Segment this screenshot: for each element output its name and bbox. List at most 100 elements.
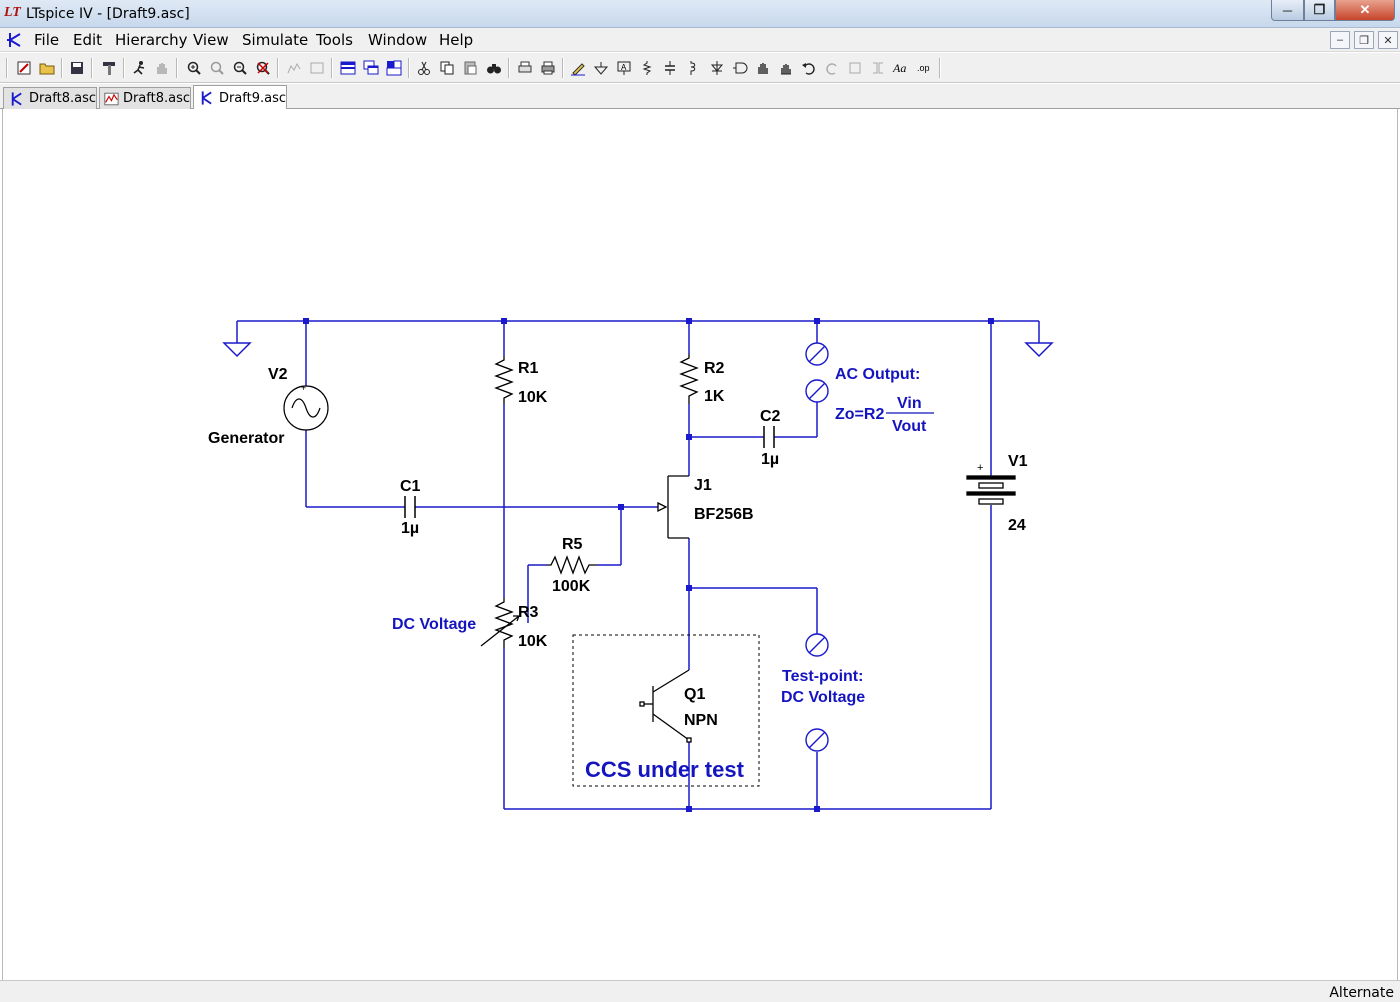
r3-value-label: 10K [518,633,548,650]
print-preview-icon[interactable] [515,58,535,78]
zoom-fit-icon[interactable] [253,58,273,78]
print-icon[interactable] [538,58,558,78]
toolbar-separator [277,58,279,78]
capacitor-icon[interactable] [660,58,680,78]
tab-draft8-schematic[interactable]: Draft8.asc [3,87,97,109]
wires [236,320,1040,810]
save-icon[interactable] [67,58,87,78]
schematic-canvas[interactable]: + [2,109,1398,980]
undo-icon[interactable] [799,58,819,78]
schematic-icon [201,91,212,105]
tab-draft9-schematic[interactable]: Draft9.asc [193,85,287,110]
pan-hand-icon[interactable] [152,58,172,78]
ltspice-logo-icon: LT [4,5,21,20]
text-icon[interactable]: Aa [891,58,911,78]
r3-name-label: R3 [518,604,539,621]
zo-denominator: Vout [892,418,927,435]
ac-output-probe-bottom-icon [805,379,829,403]
inductor-icon[interactable] [683,58,703,78]
menu-help[interactable]: Help [439,31,474,49]
cut-scissors-icon[interactable] [414,58,434,78]
c2-capacitor [763,426,775,448]
tile-vertical-icon[interactable] [307,58,327,78]
waveform-icon [104,92,119,105]
control-panel-hammer-icon[interactable] [99,58,119,78]
svg-text:.op: .op [917,63,930,73]
tab-draft8-waveform[interactable]: Draft8.asc [99,87,191,109]
status-bar: Alternate [0,980,1400,1002]
toolbar-separator [91,58,93,78]
toolbar-separator [562,58,564,78]
c1-name-label: C1 [400,478,421,495]
ground-icon[interactable] [591,58,611,78]
testpoint-probe-top-icon [805,633,829,657]
tab-bar: Draft8.asc Draft8.asc Draft9.asc [0,84,1400,110]
q1-npn-transistor [639,669,692,743]
r2-name-label: R2 [704,360,725,377]
mirror-icon[interactable] [868,58,888,78]
copy-icon[interactable] [437,58,457,78]
tile-horizontal-icon[interactable] [284,58,304,78]
close-button[interactable]: ✕ [1335,0,1395,21]
toolbar: A Aa .op [0,53,1400,83]
mdi-close-button[interactable]: ✕ [1378,31,1398,49]
window-tile-icon[interactable] [338,58,358,78]
v1-battery [966,475,1016,505]
resistor-icon[interactable] [637,58,657,78]
r1-value-label: 10K [518,389,548,406]
zoom-pan-icon[interactable] [207,58,227,78]
zo-formula-prefix: Zo=R2 [835,406,884,423]
toolbar-separator [331,58,333,78]
menu-view[interactable]: View [193,31,229,49]
v2-generator-symbol [283,385,329,431]
v1-plus-sign: + [977,462,983,474]
menu-hierarchy[interactable]: Hierarchy [115,31,188,49]
menu-window[interactable]: Window [368,31,428,49]
drag-hand-icon[interactable] [776,58,796,78]
schematic-icon[interactable] [6,31,24,49]
tab-label: Draft9.asc [218,90,286,106]
ground-symbol-left [222,342,252,358]
net-label-icon[interactable]: A [614,58,634,78]
new-schematic-icon[interactable] [14,58,34,78]
minimize-button[interactable]: ─ [1271,0,1304,21]
menu-file[interactable]: File [34,31,60,49]
status-text: Alternate [1329,985,1394,1001]
j1-value-label: BF256B [694,506,754,523]
mdi-minimize-button[interactable]: ‒ [1330,31,1350,49]
open-folder-icon[interactable] [37,58,57,78]
component-icon[interactable] [730,58,750,78]
schematic-drawing[interactable]: + [3,109,1399,980]
c1-capacitor [404,496,416,518]
toolbar-separator [61,58,63,78]
menu-tools[interactable]: Tools [316,31,353,49]
rotate-icon[interactable] [845,58,865,78]
j1-jfet [657,475,689,539]
junction-dots [303,318,994,812]
find-binoculars-icon[interactable] [484,58,504,78]
redo-icon[interactable] [822,58,842,78]
window-cascade-icon[interactable] [361,58,381,78]
menu-simulate[interactable]: Simulate [242,31,309,49]
paste-icon[interactable] [460,58,480,78]
diode-icon[interactable] [707,58,727,78]
spice-directive-icon[interactable]: .op [914,58,934,78]
v2-value-label: Generator [208,430,284,447]
toolbar-separator [6,58,8,78]
mdi-restore-button[interactable]: ❐ [1354,31,1374,49]
window-arrange-icon[interactable] [384,58,404,78]
v2-plus-sign: + [301,383,306,393]
run-icon[interactable] [129,58,149,78]
move-hand-icon[interactable] [753,58,773,78]
menu-edit[interactable]: Edit [73,31,103,49]
testpoint-label-line1: Test-point: [782,668,863,685]
zoom-in-icon[interactable] [184,58,204,78]
draw-wire-pencil-icon[interactable] [568,58,588,78]
svg-text:Aa: Aa [892,61,906,75]
zoom-out-icon[interactable] [230,58,250,78]
r1-resistor [494,356,514,404]
r2-resistor [679,354,699,404]
r1-name-label: R1 [518,360,539,377]
r5-resistor [547,555,597,575]
maximize-button[interactable]: ❐ [1304,0,1335,21]
